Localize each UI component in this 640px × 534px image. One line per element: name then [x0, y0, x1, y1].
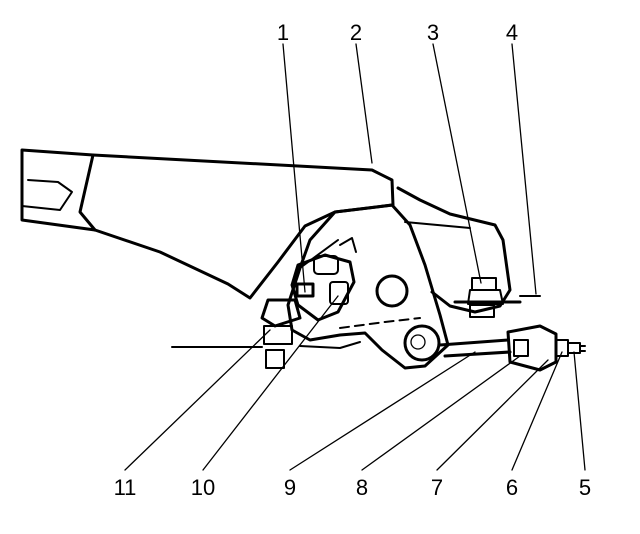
callout-6: 6 [506, 475, 518, 500]
callout-10: 10 [191, 475, 215, 500]
leader-9 [289, 351, 476, 471]
callout-4: 4 [506, 20, 518, 45]
brake-warning-switch [290, 237, 357, 322]
callout-labels: 1 2 3 4 5 6 7 8 9 10 11 [114, 20, 592, 500]
callout-11: 11 [114, 475, 137, 500]
callout-5: 5 [579, 475, 591, 500]
rear-bracket [396, 186, 512, 314]
mounting-nut [453, 277, 541, 318]
leader-4 [511, 43, 537, 295]
leader-8 [361, 355, 521, 471]
leader-3 [432, 43, 482, 284]
callout-7: 7 [431, 475, 443, 500]
leader-11 [124, 329, 271, 471]
leader-2 [355, 43, 373, 164]
adjuster-rod-assembly [438, 324, 586, 372]
leader-1 [282, 43, 306, 293]
leader-6 [511, 351, 563, 471]
brake-lever-handle [20, 148, 395, 300]
leader-5 [573, 351, 586, 471]
mounting-bolt [260, 298, 302, 369]
floor-line [171, 341, 361, 349]
callout-3: 3 [427, 20, 439, 45]
lever-bracket [286, 203, 450, 370]
leader-10 [202, 295, 339, 471]
leader-7 [436, 359, 549, 471]
callout-2: 2 [350, 20, 362, 45]
callout-1: 1 [277, 20, 289, 45]
callout-8: 8 [356, 475, 368, 500]
callout-9: 9 [284, 475, 296, 500]
leader-lines [124, 43, 586, 471]
